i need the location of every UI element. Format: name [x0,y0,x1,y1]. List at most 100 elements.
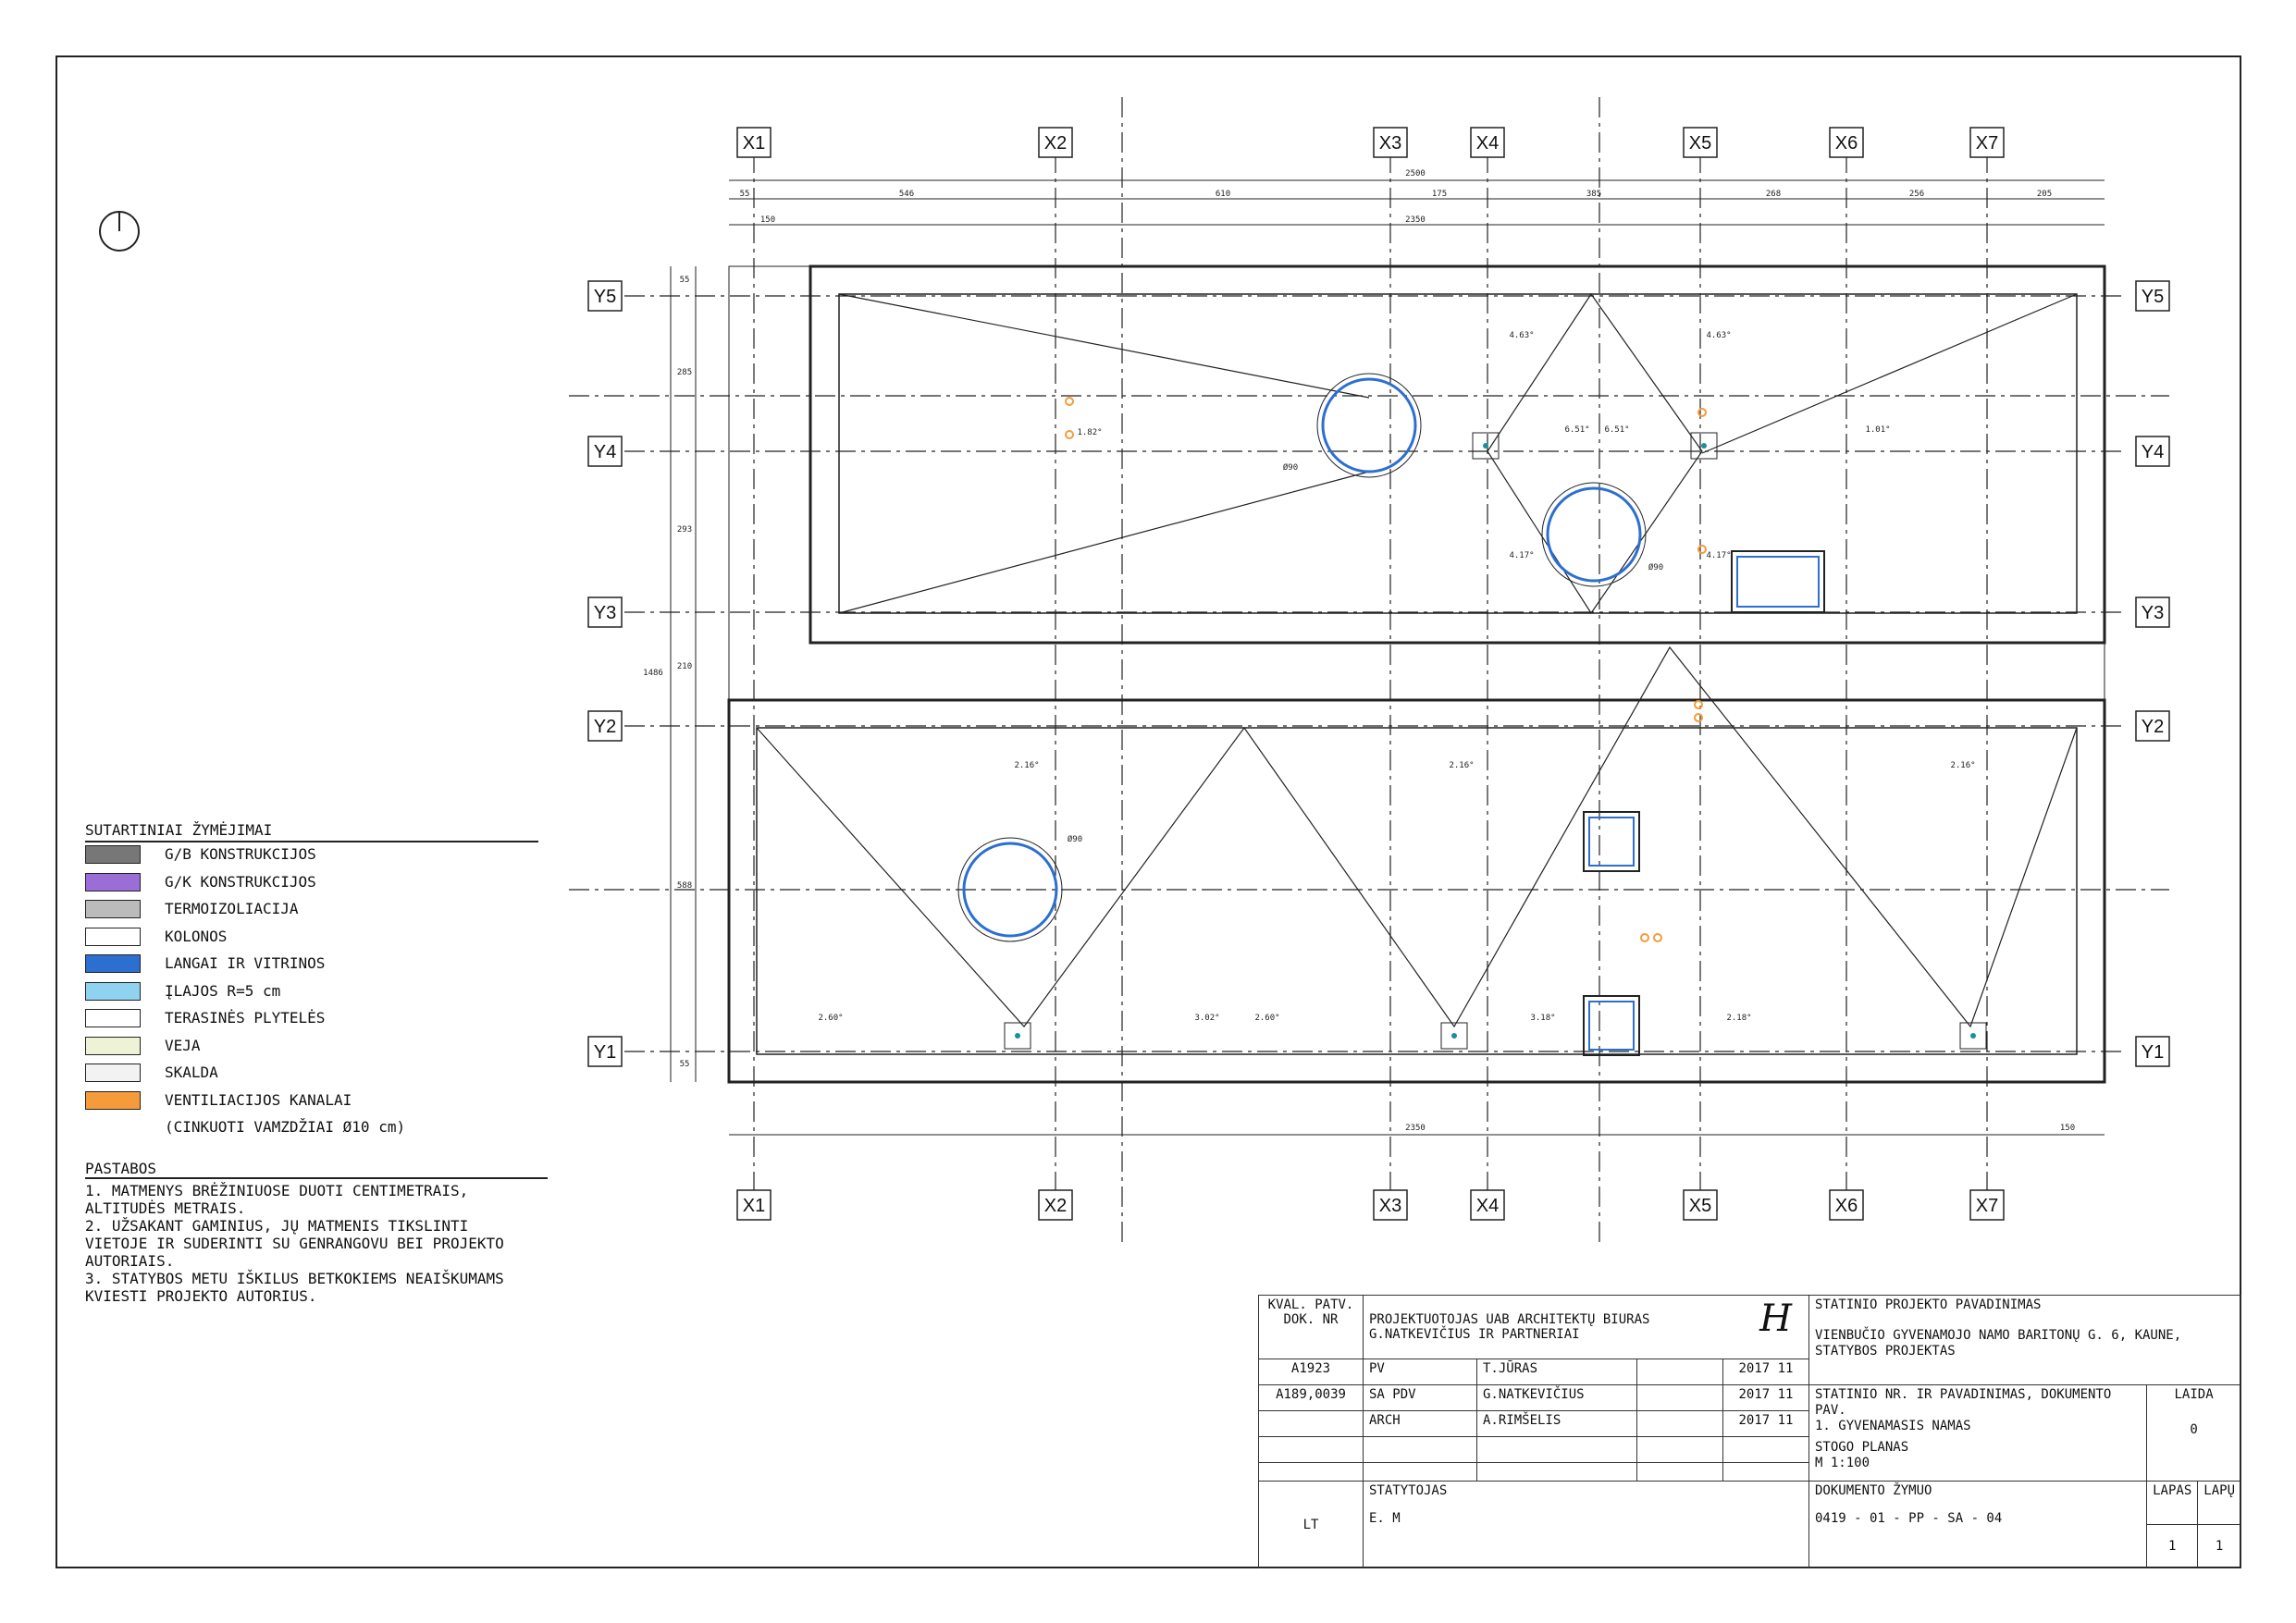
lower-roof-inner [756,727,2078,1055]
axis-bubble [1038,127,1073,158]
legend-label: TERASINĖS PLYTELĖS [165,1009,326,1027]
axis-bubble [1683,1189,1718,1221]
skylight-glass [1588,1001,1635,1051]
axis-label: Y3 [2142,603,2164,623]
lang-code: LT [1258,1481,1364,1568]
slope-label: 3.02° [1194,1014,1219,1023]
ventilation-icon [1065,397,1074,406]
legend-swatch [85,872,141,891]
slope-label: 2.16° [1014,761,1039,770]
dimension-value: 285 [677,368,692,377]
doc-title: STOGO PLANAS [1815,1440,1909,1455]
person-3: A.RIMŠELIS [1476,1410,1637,1437]
slope-label: 4.63° [1509,331,1534,340]
title-block: KVAL. PATV. DOK. NR PROJEKTUOTOJAS UAB A… [1258,1295,2241,1568]
slope-label: 4.63° [1706,331,1731,340]
legend-title: SUTARTINIAI ŽYMĖJIMAI [85,821,538,842]
roof-drain-box [1440,1022,1468,1050]
axis-bubble [1470,1189,1505,1221]
dimension-value: 385 [1586,190,1601,199]
date-1: 2017 11 [1722,1359,1809,1385]
axis-label: Y2 [594,717,616,737]
ventilation-icon [1697,545,1707,554]
skylight-icon [1583,995,1640,1056]
axis-label: Y1 [594,1042,616,1063]
slope-label: 1.82° [1077,428,1102,437]
axis-bubble [1373,1189,1408,1221]
legend-label: LANGAI IR VITRINOS [165,954,326,972]
lower-roof-outline [727,698,2106,1084]
axis-label: X6 [1835,133,1858,154]
kval-label: KVAL. PATV. DOK. NR [1258,1295,1364,1359]
dimension-value: 268 [1766,190,1781,199]
legend-swatch [85,927,141,946]
axis-label: X3 [1379,1196,1401,1216]
overall-outline [728,265,2105,1083]
axis-bubble [1969,1189,2005,1221]
legend-label: VEJA [165,1036,201,1054]
dimension-value: 588 [677,881,692,891]
axis-label: X5 [1689,1196,1711,1216]
lapas-label: LAPAS [2147,1482,2199,1525]
drain-outline [1541,482,1647,587]
legend-swatch [85,900,141,918]
lapu-label: LAPŲ [2197,1482,2240,1525]
legend-label: (CINKUOTI VAMZDŽIAI Ø10 cm) [165,1118,406,1136]
logo-icon: H [1759,1297,1792,1340]
roof-drain-box [1959,1022,1987,1050]
legend-swatch [85,1090,141,1110]
roof-drain-icon [1970,1033,1976,1039]
person-2: G.NATKEVIČIUS [1476,1384,1637,1411]
axis-label: Y5 [594,287,616,307]
axis-label: X7 [1976,1196,1998,1216]
dimension-value: 546 [899,190,914,199]
slope-label: 2.16° [1950,761,1975,770]
dimension-value: 2350 [1405,215,1426,225]
axis-bubble [1373,127,1408,158]
legend-label: G/B KONSTRUKCIJOS [165,845,316,863]
dimension-value: 205 [2037,190,2052,199]
ventilation-icon [1640,933,1649,942]
dimension-value: 175 [1432,190,1447,199]
ventilation-icon [1653,933,1662,942]
drawing-sheet [56,55,2241,1568]
diameter-label: Ø90 [1283,462,1298,473]
ventilation-icon [1065,430,1074,439]
slope-label: 1.01° [1865,425,1890,435]
axis-label: Y3 [594,603,616,623]
drain-icon [1321,377,1417,473]
legend-label: ĮLAJOS R=5 cm [165,981,281,1000]
dimension-value: 210 [677,662,692,671]
doc-code-label: DOKUMENTO ŽYMUO [1815,1483,1932,1498]
doc-nr-2: A189,0039 [1258,1384,1364,1411]
axis-label: X2 [1044,133,1067,154]
axis-label: Y4 [594,442,616,462]
dimension-value: 1486 [643,669,663,678]
date-3: 2017 11 [1722,1410,1809,1437]
person-1: T.JŪRAS [1476,1359,1637,1385]
legend-label: TERMOIZOLIACIJA [165,900,299,917]
axis-label: X7 [1976,133,1998,154]
roof-drain-box [1472,432,1500,460]
dimension-value: 150 [2060,1124,2075,1133]
upper-roof-inner [838,293,2078,614]
legend-swatch [85,954,141,973]
legend-label: SKALDA [165,1064,218,1081]
dimension-value: 55 [740,190,750,199]
dimension-value: 256 [1909,190,1924,199]
drain-icon [962,842,1058,938]
roof-drain-icon [1701,443,1707,449]
roof-drain-box [1690,432,1718,460]
legend-swatch [85,1064,141,1082]
axis-bubble [2135,710,2170,742]
axis-bubble [1683,127,1718,158]
north-arrow-icon [99,211,140,252]
project-label: STATINIO PROJEKTO PAVADINIMAS [1815,1297,2042,1312]
building-name: 1. GYVENAMASIS NAMAS [1815,1419,1971,1433]
legend-swatch [85,981,141,1001]
axis-label: X4 [1476,133,1499,154]
slope-label: 3.18° [1530,1014,1555,1023]
slope-label: 2.18° [1726,1014,1751,1023]
slope-label: 2.60° [1254,1014,1279,1023]
legend-label: VENTILIACIJOS KANALAI [165,1090,352,1109]
